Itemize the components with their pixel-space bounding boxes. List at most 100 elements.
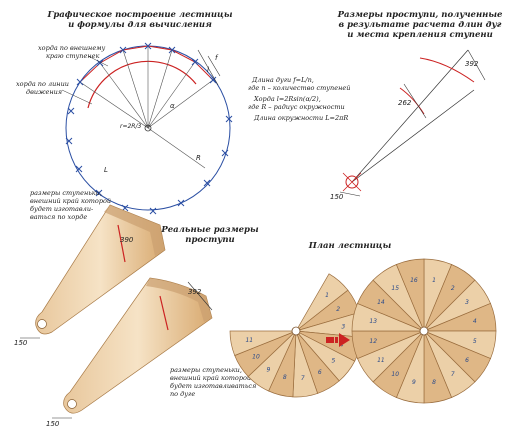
right-plan-step-number: 14 <box>377 299 385 306</box>
walk-line-arc <box>87 60 197 109</box>
arc-label-2: внешний край которой <box>170 374 251 382</box>
left-plan-step-number: 2 <box>336 306 340 313</box>
right-plan-step <box>395 258 425 332</box>
leader-outer-chord <box>87 55 109 67</box>
arc-dim-top: 392 <box>188 288 202 296</box>
arc-label-1: размеры ступеньки, <box>170 366 242 374</box>
arc-label-3: будет изготавливаться <box>170 382 256 390</box>
chord-dim-hole: 150 <box>14 339 28 347</box>
arc-tread-diagram: 392 150 размеры ступеньки, внешний край … <box>46 277 256 428</box>
formulas-block: Длина дуги f=L/n, где n – количество сту… <box>248 76 350 122</box>
left-plan-step-number: 8 <box>283 374 287 381</box>
right-plan-step-number: 3 <box>465 299 469 306</box>
right-plan-step-number: 11 <box>377 357 385 364</box>
center-point <box>144 124 152 132</box>
chord-tread-mark <box>117 224 126 263</box>
chord-label-4: ваться по хорде <box>30 213 87 221</box>
plan-title: План лестницы <box>308 241 392 251</box>
arc-tread-edge <box>146 278 212 322</box>
chord-tread-edge <box>104 205 165 256</box>
right-plan-step-number: 13 <box>369 318 377 325</box>
left-plan-step-number: 3 <box>341 324 345 331</box>
tread-size-diagram: Размеры проступи, полученные в результат… <box>330 10 503 201</box>
chord-label-1: размеры ступеньки, <box>30 189 102 197</box>
formula-line1: Длина дуги f=L/n, <box>251 76 314 84</box>
left-plan-center-pole <box>291 326 301 336</box>
left-plan-step-number: 1 <box>325 292 329 299</box>
label-outer-chord-1: хорда по внешнему <box>38 44 106 52</box>
formula-line3: Хорда l=2Rsin(α/2), <box>253 95 321 103</box>
transition-arrow <box>326 333 350 347</box>
right-plan-step-number: 12 <box>369 338 377 345</box>
right-plan-center-pole <box>419 326 429 336</box>
right-plan-step-number: 9 <box>412 379 416 386</box>
right-plan-step-number: 5 <box>473 338 477 345</box>
right-plan-step-number: 10 <box>391 371 399 378</box>
chord-tread-hole <box>37 319 47 329</box>
radial-lines <box>79 46 214 169</box>
right-plan-step-number: 16 <box>410 277 418 284</box>
construction-diagram: Графическое построение лестницы и формул… <box>16 10 233 215</box>
left-plan-step <box>229 330 297 356</box>
left-plan-step-number: 9 <box>266 367 270 374</box>
tread-title-line3: и места крепления ступени <box>347 30 493 40</box>
right-plan-step-number: 8 <box>432 379 436 386</box>
right-plan-step-number: 1 <box>432 277 436 284</box>
right-plan-step-number: 2 <box>451 285 455 292</box>
tread-inner-arc <box>399 87 425 115</box>
arc-tread-mark <box>159 295 169 331</box>
right-plan-step-number: 15 <box>391 285 399 292</box>
tread-edge-upper <box>351 49 469 183</box>
arc-dim-top-line <box>187 281 213 311</box>
dimension-line-f <box>207 55 221 77</box>
left-plan-step-number: 5 <box>331 357 335 364</box>
tread-edge-lower <box>351 89 475 183</box>
right-plan-step-number: 7 <box>451 371 455 378</box>
formula-line2: где n – количество ступеней <box>248 84 350 92</box>
arc-tread-hole <box>67 399 77 409</box>
label-walk-chord-1: хорда по линии <box>16 80 69 88</box>
tread-title-line2: в результате расчета длин дуг <box>339 20 502 30</box>
label-l: l <box>207 66 209 74</box>
division-markers <box>65 42 233 215</box>
tread-outer-arc <box>419 57 475 83</box>
label-L: L <box>104 166 108 174</box>
label-f: f <box>215 54 219 62</box>
chord-tread-shape <box>35 204 166 335</box>
construction-title-line1: Графическое построение лестницы <box>46 10 232 20</box>
left-plan-step-number: 6 <box>318 369 322 376</box>
dim-outer-line <box>467 49 486 81</box>
tread-hole-cross <box>342 172 362 192</box>
left-plan-step-number: 7 <box>301 375 305 382</box>
chord-label-3: будет изготавли- <box>30 205 93 213</box>
formula-line4: где R – радиус окружности <box>248 103 345 111</box>
tread-title-line1: Размеры проступи, полученные <box>337 10 503 20</box>
tread-hole <box>345 175 359 189</box>
leader-walk-chord <box>61 89 93 105</box>
chord-tread-diagram: размеры ступеньки, внешний край которой … <box>14 189 259 347</box>
left-plan-step-number: 11 <box>245 337 253 344</box>
real-size-title-1: Реальные размеры <box>160 225 259 235</box>
right-plan-step-number: 4 <box>473 318 477 325</box>
label-radius: r=2R/3 <box>120 123 142 130</box>
construction-title-line2: и формулы для вычисления <box>68 20 212 30</box>
dim-hole: 150 <box>330 193 344 201</box>
dim-inner-line <box>403 83 427 119</box>
left-plan-step-number: 10 <box>252 354 260 361</box>
arc-label-4: по дуге <box>170 390 195 398</box>
real-size-title-2: проступи <box>185 235 234 245</box>
dimension-line-l <box>197 49 219 86</box>
chord-dim-top: 390 <box>120 236 134 244</box>
chord-label-2: внешний край которой <box>30 197 111 205</box>
dim-inner: 262 <box>398 99 412 107</box>
label-outer-chord-2: краю ступенек <box>46 52 99 60</box>
label-R: R <box>196 154 201 162</box>
arc-dim-hole: 150 <box>46 420 60 428</box>
label-alpha: α <box>170 102 175 110</box>
label-walk-chord-2: движения <box>26 88 62 96</box>
dim-outer: 392 <box>465 60 479 68</box>
